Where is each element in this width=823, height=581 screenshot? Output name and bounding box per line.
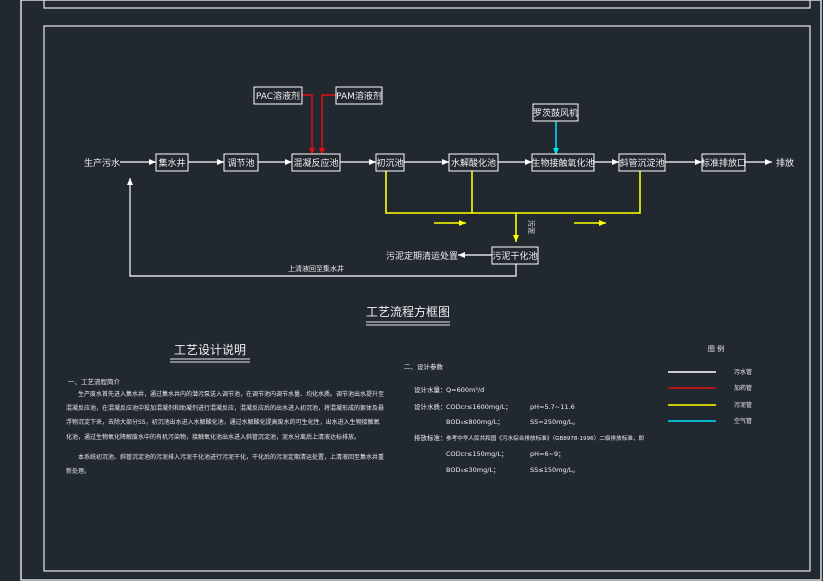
param-a-0: Q=600m³/d [446, 386, 484, 394]
node-adjust-label: 调节池 [227, 157, 254, 169]
param-a-5: BOD₅≤30mg/L； [446, 466, 500, 474]
node-coag-label: 混凝反应池 [293, 157, 338, 169]
section2-title: 二、设计参数 [404, 362, 444, 371]
return-label: 上清液回至集水井 [288, 264, 344, 273]
legend-label-sewage: 污水管 [734, 368, 752, 376]
param-b-1: pH=5.7~11.6 [530, 403, 575, 411]
dosing-lines [302, 94, 336, 155]
node-primary-box [375, 153, 405, 172]
node-pac-label: PAC溶液剂 [256, 90, 300, 102]
node-bio-box [531, 153, 595, 172]
process-description: 生产废水首先进入集水井，通过集水井内的潜污泵送入调节池，在调节池内调节水量、均化… [66, 391, 384, 476]
sludge-vertical-label: 污泥 [527, 220, 535, 234]
node-blower-box [532, 103, 579, 122]
diagram-title: 工艺流程方框图 [366, 304, 450, 319]
param-b-5: SS≤150mg/L。 [530, 466, 579, 474]
legend-label-sludge: 污泥管 [734, 401, 752, 409]
param-a-4: CODcr≤150mg/L； [446, 450, 508, 458]
source-label: 生产污水 [84, 157, 120, 169]
para-process: 生产废水首先进入集水井，通过集水井内的潜污泵送入调节池，在调节池内调节水量、均化… [66, 391, 384, 441]
legend-title: 图 例 [708, 344, 724, 353]
sludge-lines [385, 171, 641, 242]
node-primary-label: 初沉池 [376, 157, 403, 169]
node-hydrolysis-label: 水解酸化池 [451, 157, 496, 169]
node-blower-label: 罗茨鼓风机 [533, 107, 578, 119]
legend-label-air: 空气管 [734, 417, 752, 425]
node-hydrolysis-box [448, 153, 499, 172]
node-pam-label: PAM溶液剂 [336, 90, 382, 102]
node-adjust-box [223, 153, 259, 172]
node-collect-label: 集水井 [158, 157, 185, 169]
param-a-1: CODcr≤1600mg/L； [446, 403, 512, 411]
node-sludge-out-label: 污泥定期清运处置 [386, 250, 458, 262]
node-bio-label: 生物接触氧化池 [531, 157, 594, 169]
node-collect-box [155, 153, 189, 172]
param-b-4: pH=6~9； [530, 450, 565, 458]
node-sludge-dry-label: 污泥干化池 [492, 250, 537, 262]
inner-frame [43, 25, 811, 572]
section1-title: 一、工艺流程简介 [68, 377, 121, 386]
node-inclined-label: 斜管沉淀池 [619, 157, 664, 169]
outer-frame [20, 0, 822, 581]
top-frame [43, 0, 811, 9]
node-pam-box [335, 86, 383, 105]
node-coag-box [291, 153, 341, 172]
param-key-3: 排放标准： [414, 433, 447, 442]
legend-label-dosing: 加药管 [734, 384, 752, 392]
node-outlet-label: 标准排放口 [701, 157, 746, 169]
param-b-2: SS=250mg/L。 [530, 418, 579, 426]
wastewater-flow-lines [120, 159, 772, 277]
param-a-3: 参考中华人民共和国《污水综合排放标准》（GB8978-1996）二级排放标准，即 [446, 434, 644, 442]
param-key-1: 设计水质： [414, 402, 447, 411]
node-inclined-box [618, 153, 666, 172]
discharge-label: 排放 [776, 157, 794, 169]
node-pac-box [253, 86, 303, 105]
node-outlet-box [701, 153, 746, 172]
design-params: 设计水量： Q=600m³/d 设计水质： CODcr≤1600mg/L； pH… [414, 385, 644, 474]
legend: 污水管 加药管 污泥管 空气管 [668, 368, 752, 425]
param-a-2: BOD₅≤800mg/L； [446, 418, 504, 426]
para-sludge: 本系统初沉池、斜管沉淀池的污泥排入污泥干化池进行污泥干化，干化后的污泥定期清运处… [66, 453, 384, 476]
param-key-0: 设计水量： [414, 385, 447, 394]
description-title: 工艺设计说明 [174, 342, 246, 357]
node-sludge-dry-box [491, 246, 539, 265]
